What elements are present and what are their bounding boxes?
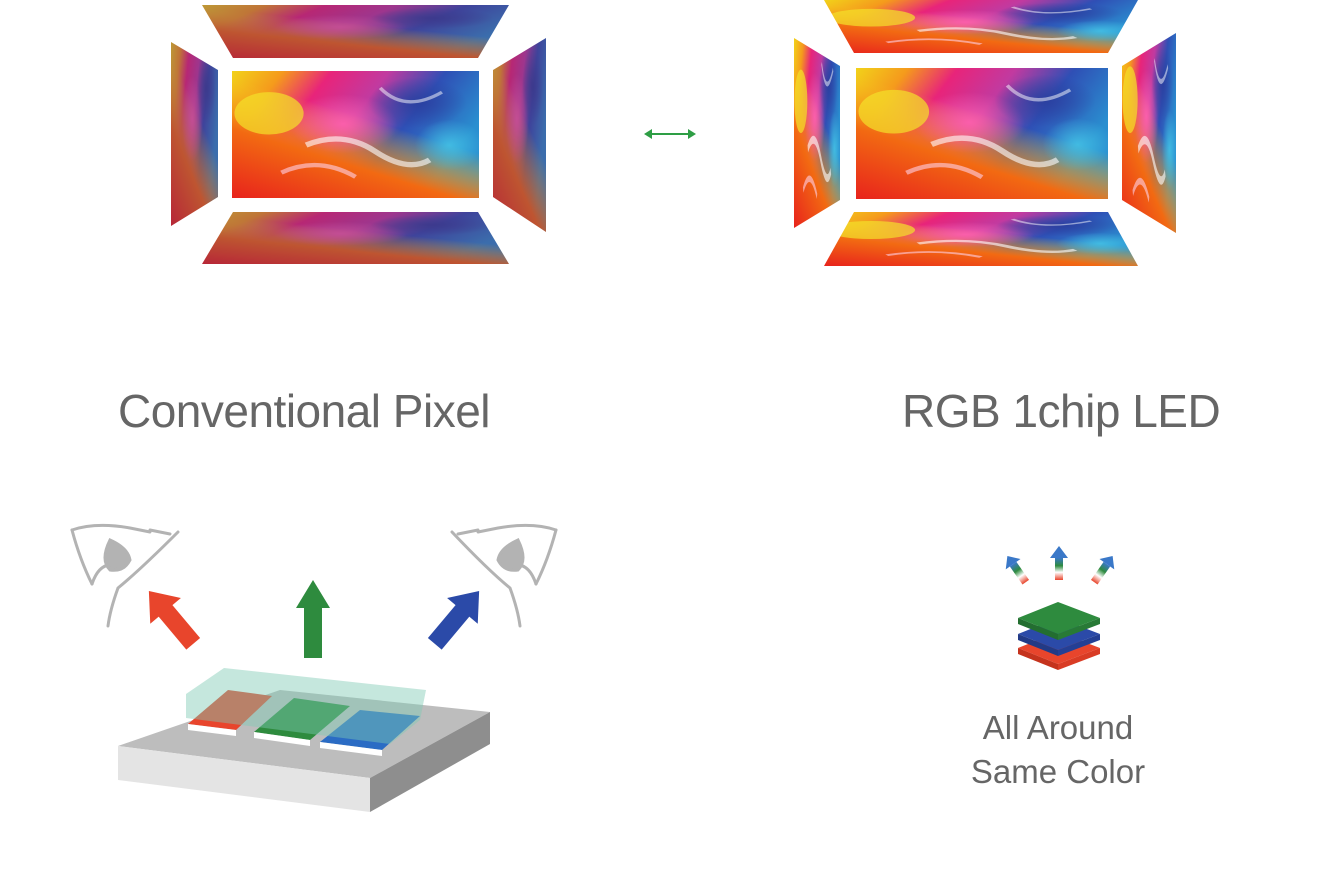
room-ceiling <box>202 5 509 58</box>
room-floor <box>202 212 509 264</box>
all-around-same-color-caption: All Around Same Color <box>936 706 1180 794</box>
eye-icon <box>450 523 558 628</box>
blue-chip <box>320 710 420 750</box>
conventional-room-image <box>171 5 546 264</box>
blue-light-arrow <box>427 590 480 650</box>
mixed-light-arrow-center <box>1050 546 1068 580</box>
translucent-cover <box>186 668 426 744</box>
green-layer <box>1018 602 1100 634</box>
green-chip <box>254 698 350 740</box>
room-ceiling <box>824 0 1138 53</box>
room-floor <box>824 212 1138 266</box>
room-back-wall <box>232 71 479 198</box>
room-left-wall <box>171 42 218 226</box>
red-chip <box>188 690 272 730</box>
eye-icon <box>70 523 180 628</box>
room-left-wall <box>794 38 840 228</box>
double-arrow-icon <box>644 129 696 139</box>
room-right-wall <box>493 38 546 232</box>
pixel-base-front <box>118 746 370 812</box>
rgb-1chip-led-title: RGB 1chip LED <box>902 385 1221 437</box>
mixed-light-arrow-left <box>1005 555 1030 585</box>
room-right-wall <box>1122 33 1176 233</box>
conventional-pixel-diagram <box>70 523 558 812</box>
caption-line-1: All Around <box>982 709 1134 746</box>
room-back-wall <box>856 68 1108 199</box>
rgb-1chip-stack-diagram <box>1005 546 1115 670</box>
green-light-arrow <box>296 580 330 658</box>
conventional-pixel-title: Conventional Pixel <box>118 385 491 437</box>
mixed-light-arrow-right <box>1090 555 1115 585</box>
pixel-base-side <box>370 712 490 812</box>
caption-line-2: Same Color <box>970 753 1146 790</box>
red-light-arrow <box>148 590 201 650</box>
rgb-1chip-room-image <box>794 0 1176 266</box>
